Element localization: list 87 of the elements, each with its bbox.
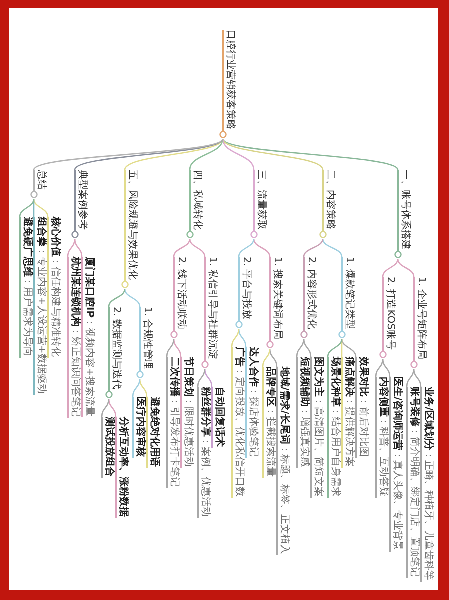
- branch-line: [132, 378, 141, 398]
- branch-line: [139, 378, 148, 398]
- branch-line: [341, 339, 343, 357]
- branch-line: [238, 328, 247, 348]
- topic-label: 分析互动率、涨粉数据: [116, 417, 129, 517]
- topic-label: 2. 打造KOS账号: [384, 277, 396, 350]
- branch-line: [189, 238, 206, 258]
- topic-label: 账号装修：简介明确、绑定门店、置顶笔记: [408, 387, 420, 577]
- topic-label: 业务/区域划分：正畸、种植牙、儿童齿科等: [422, 387, 434, 581]
- topic-label: 三、流量获取: [254, 170, 267, 230]
- branch-line: [108, 288, 126, 308]
- branch-line: [19, 198, 35, 218]
- topic-label: 自动回复话术: [212, 387, 225, 447]
- topic-label: 1. 爆款笔记类型: [342, 257, 355, 330]
- branch-line: [303, 338, 312, 358]
- topic-label: 地域/需求/长尾词：标题、标签、正文植入: [278, 367, 290, 554]
- topic-label: 口腔行业营销获客策略: [224, 30, 236, 130]
- branch-line: [166, 338, 175, 358]
- branch-line: [341, 338, 357, 358]
- branch-line: [253, 238, 271, 258]
- topic-label: 1. 企业号矩阵布局: [414, 277, 427, 360]
- branch-line: [124, 288, 141, 308]
- topic-label: 2. 内容形式优化: [304, 257, 317, 330]
- branch-line: [382, 258, 399, 278]
- topic-label: 节日策划：限时优惠活动: [182, 357, 194, 467]
- branch-line: [33, 199, 35, 217]
- topic-label: 痛点解决：提供解决方案: [342, 357, 355, 467]
- topic-label: 粉丝群分享：案例、优惠活动: [198, 387, 211, 517]
- branch-line: [262, 348, 271, 368]
- topic-label: 短视频辅助：增强真实感: [298, 357, 310, 467]
- branch-line: [173, 238, 191, 258]
- topic-label: 典型案例参考: [76, 170, 88, 230]
- topic-label: 场景化种草：结合用户自身需求: [328, 357, 341, 497]
- topic-label: 2. 数据监测与迭代: [110, 307, 122, 390]
- branch-line: [303, 238, 324, 258]
- topic-label: 五、风险规避与效果优化: [126, 170, 138, 280]
- topic-label: 避免硬广思维：用户需求为导向: [20, 217, 33, 357]
- topic-label: 2. 线下活动联动: [174, 257, 187, 330]
- branch-line: [108, 398, 117, 418]
- topic-label: 广告：定向投放、优化私信开口数: [232, 347, 245, 497]
- branch-line: [173, 338, 182, 358]
- branch-line: [296, 338, 305, 358]
- branch-line: [33, 198, 49, 218]
- topic-label: 总结: [34, 170, 47, 190]
- topic-label: 医生/咨询师运营：真人头像、专业背景: [390, 377, 403, 551]
- topic-label: 组合拳：专业内容+人设运营+数据驱动: [34, 217, 47, 394]
- branch-line: [34, 138, 224, 170]
- branch-line: [222, 138, 255, 170]
- branch-line: [238, 238, 255, 258]
- branch-line: [413, 368, 422, 388]
- branch-line: [101, 398, 110, 418]
- branch-line: [189, 138, 224, 170]
- branch-line: [231, 328, 240, 348]
- topic-label: 二次传播：引导发布打卡笔记: [168, 357, 180, 487]
- topic-label: 2. 平台与投放: [240, 257, 252, 320]
- topic-label: 品牌专区：拦截搜索流量: [264, 367, 276, 477]
- topic-label: 核心价值：信任构建与精准转化: [48, 217, 61, 357]
- branch-line: [397, 258, 415, 278]
- topic-label: 二、内容策略: [324, 170, 336, 230]
- branch-line: [74, 238, 83, 258]
- topic-label: 达人合作：探店体验笔记: [246, 347, 259, 457]
- branch-line: [222, 138, 324, 170]
- branch-line: [124, 138, 224, 170]
- topic-label: 避免绝对化用语: [148, 397, 160, 467]
- branch-line: [74, 138, 224, 170]
- branch-line: [204, 368, 213, 388]
- topic-label: 效果对比：前后对比图: [356, 357, 369, 457]
- topic-label: 一、账号体系搭建: [398, 170, 411, 250]
- topic-label: 1. 合规性管理: [140, 307, 153, 370]
- branch-line: [406, 368, 415, 388]
- branch-line: [197, 368, 206, 388]
- topic-label: 厦门某口腔IP：视频内容+搜索流量: [82, 257, 95, 416]
- topic-label: 测试投放组合: [102, 417, 115, 477]
- branch-line: [382, 358, 391, 378]
- branch-line: [67, 238, 76, 258]
- topic-label: 医疗内容审核: [134, 397, 146, 457]
- branch-line: [375, 358, 384, 378]
- branch-line: [222, 138, 398, 170]
- topic-label: 杭州某连锁机构：矫正知识问答笔记: [68, 257, 81, 417]
- topic-label: 1. 搜索关键词布局: [270, 257, 283, 340]
- branch-line: [327, 338, 343, 358]
- topic-label: 1. 私信引导与社群沉淀: [206, 257, 218, 360]
- topic-label: 内容侧重：科普、互动答疑: [376, 377, 389, 497]
- branch-line: [269, 348, 278, 368]
- branch-line: [322, 238, 343, 258]
- topic-label: 图文为主：高清图片、简短文案: [312, 357, 324, 497]
- topic-label: 四、私域转化: [190, 170, 203, 230]
